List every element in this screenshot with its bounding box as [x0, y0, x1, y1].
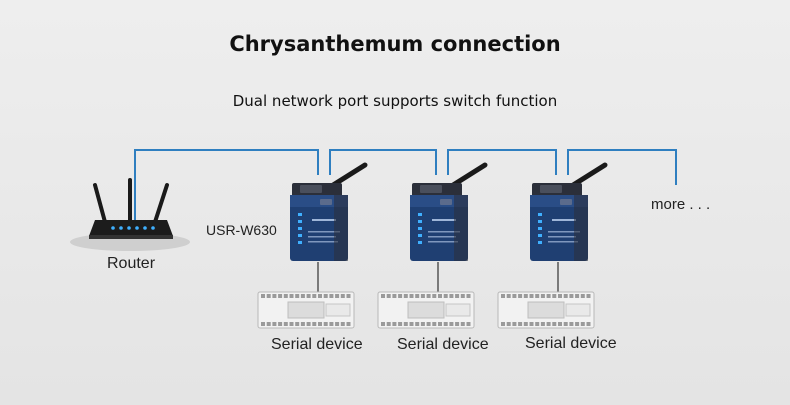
serial-device-icon	[377, 291, 475, 329]
link-server-1-to-server-2	[329, 149, 437, 175]
link-server-3-to-more	[567, 149, 677, 185]
model-label: USR-W630	[206, 222, 277, 238]
link-server-2-to-server-3	[447, 149, 557, 175]
serial-server-icon	[290, 162, 368, 261]
serial-device-label-3: Serial device	[525, 335, 617, 352]
serial-device-label-1: Serial device	[271, 336, 363, 353]
serial-device-label-2: Serial device	[397, 336, 489, 353]
diagram-subtitle: Dual network port supports switch functi…	[232, 92, 558, 110]
diagram-title: Chrysanthemum connection	[229, 32, 561, 56]
serial-device-icon	[497, 291, 595, 329]
link-router-to-server-1	[134, 149, 319, 238]
serial-device-icon	[257, 291, 355, 329]
ethernet-links	[134, 149, 677, 238]
serial-wires	[317, 262, 559, 292]
router-label: Router	[107, 255, 156, 272]
serial-server-icon	[410, 162, 488, 261]
serial-server-icon	[530, 162, 608, 261]
more-label: more . . .	[651, 196, 711, 213]
wifi-router-icon	[70, 178, 190, 251]
